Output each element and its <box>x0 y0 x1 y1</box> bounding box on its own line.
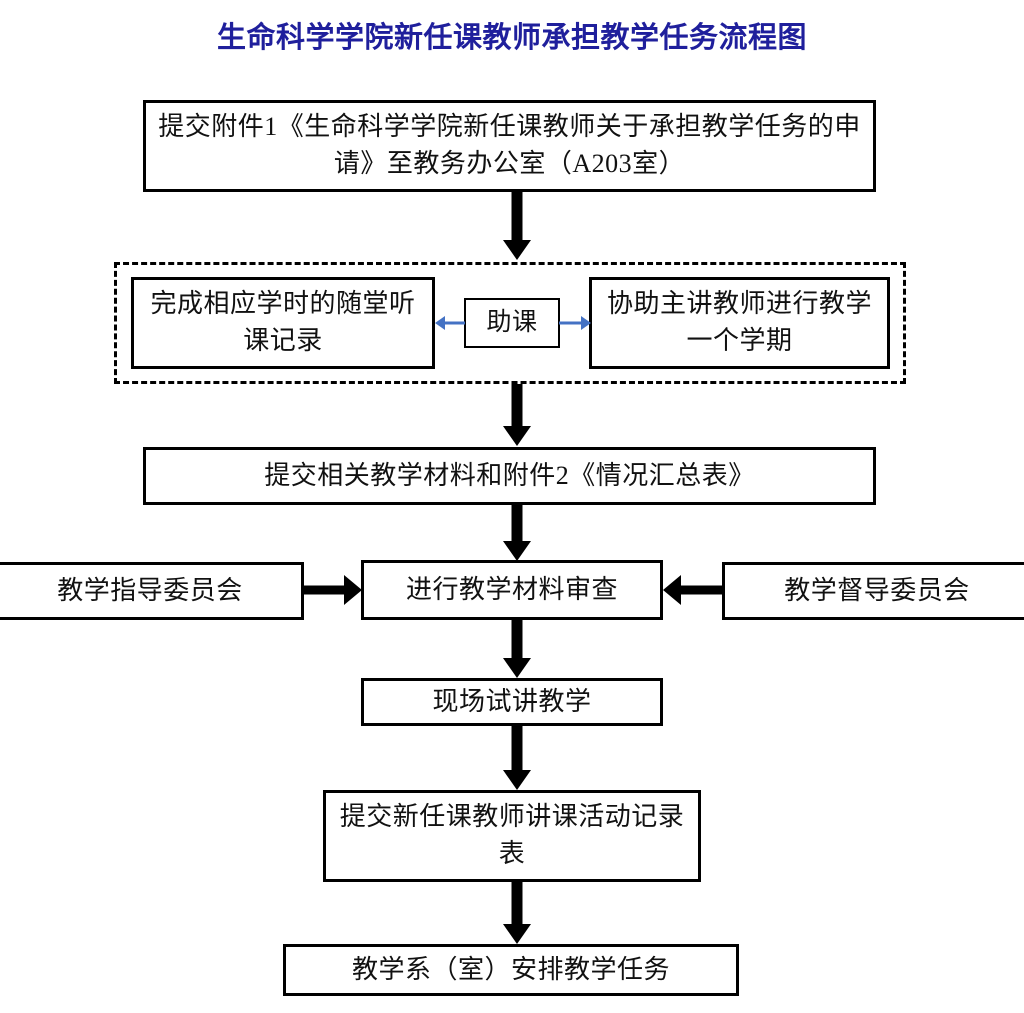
arrow-review-to-trial <box>497 620 537 678</box>
arrow-record-to-assign <box>497 882 537 944</box>
arrow-guidance-to-review <box>304 575 362 605</box>
node-assist-attendance-record: 完成相应学时的随堂听课记录 <box>131 277 435 369</box>
arrow-supervision-to-review <box>663 575 722 605</box>
node-submit-lecture-record: 提交新任课教师讲课活动记录表 <box>323 790 701 882</box>
arrow-submit-to-assist <box>497 192 537 260</box>
node-material-review: 进行教学材料审查 <box>361 560 663 620</box>
node-submit-application: 提交附件1《生命科学学院新任课教师关于承担教学任务的申请》至教务办公室（A203… <box>143 100 876 192</box>
arrow-assist-to-right <box>559 313 591 333</box>
arrow-materials-to-review <box>497 505 537 561</box>
node-teaching-supervision-committee: 教学督导委员会 <box>722 562 1024 620</box>
arrow-trial-to-record <box>497 726 537 790</box>
node-assist-teach-semester: 协助主讲教师进行教学一个学期 <box>589 277 890 369</box>
node-submit-materials: 提交相关教学材料和附件2《情况汇总表》 <box>143 447 876 505</box>
node-assign-teaching-task: 教学系（室）安排教学任务 <box>283 944 739 996</box>
arrow-assist-to-materials <box>497 384 537 446</box>
assist-stage-group <box>114 262 906 384</box>
node-trial-lecture: 现场试讲教学 <box>361 678 663 726</box>
node-assist-label: 助课 <box>464 298 560 348</box>
page-title: 生命科学学院新任课教师承担教学任务流程图 <box>216 22 807 54</box>
arrow-assist-to-left <box>435 313 465 333</box>
node-teaching-guidance-committee: 教学指导委员会 <box>0 562 304 620</box>
